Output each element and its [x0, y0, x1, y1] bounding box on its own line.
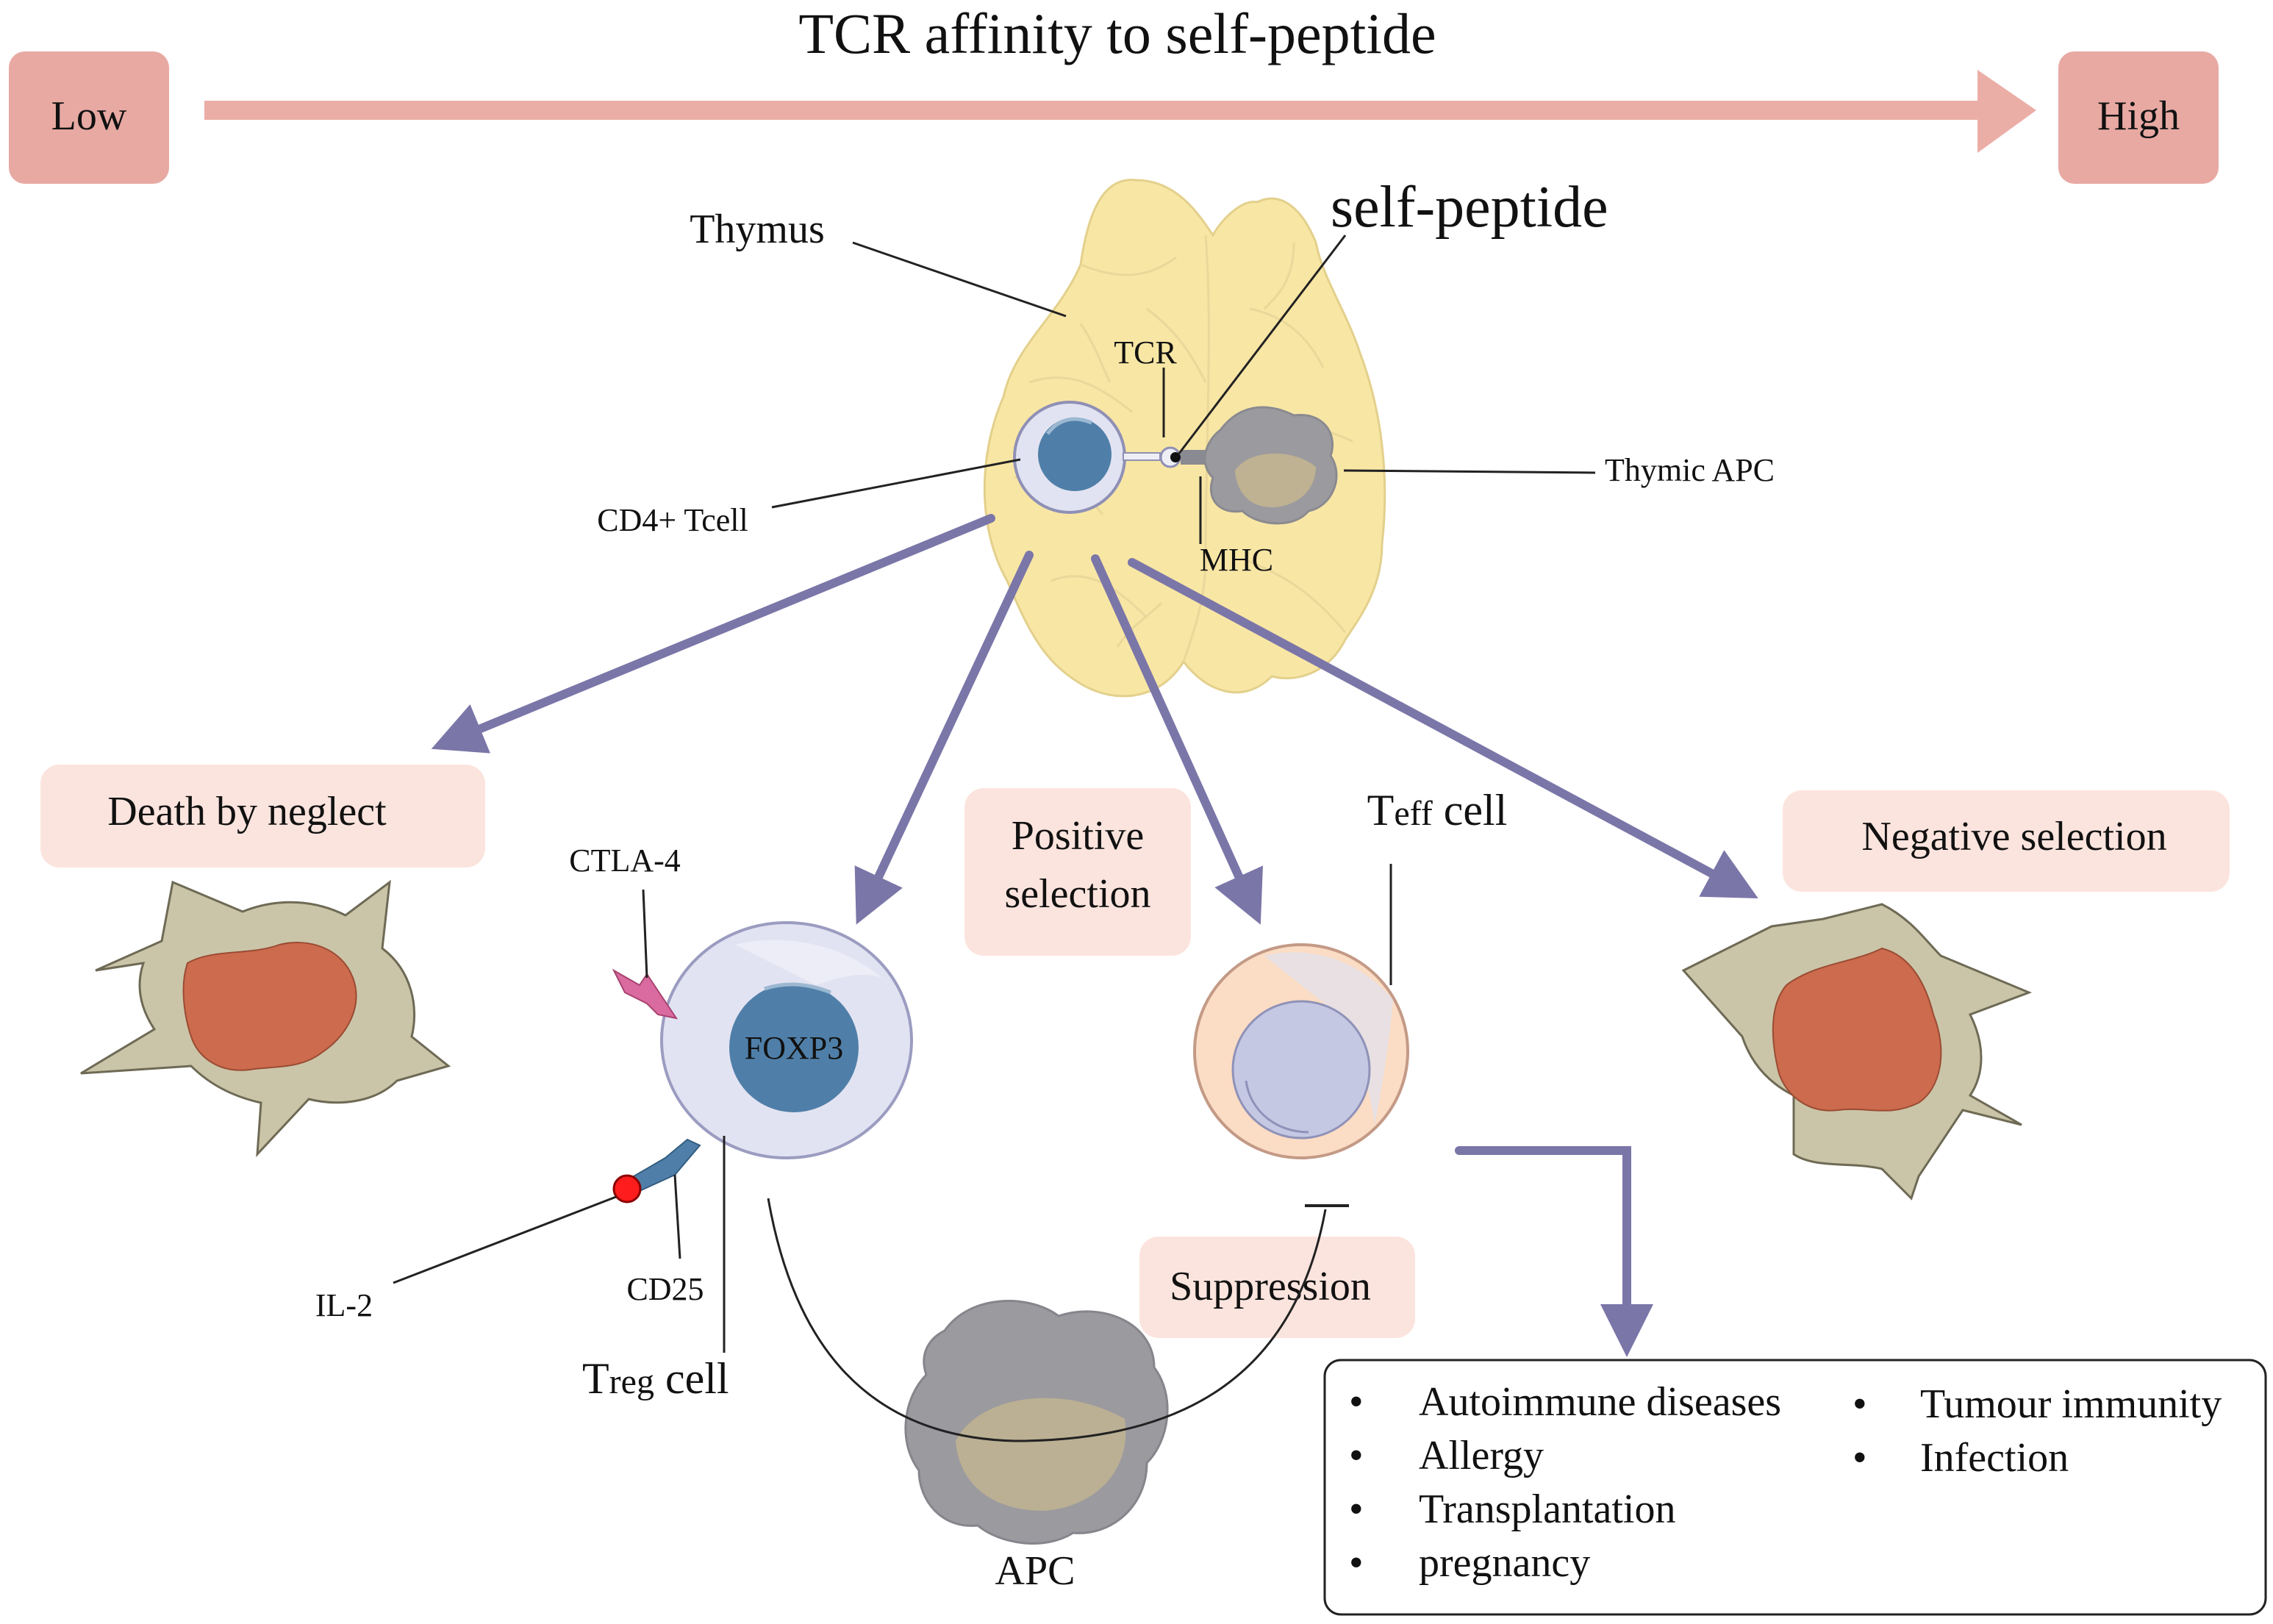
thymus [983, 179, 1386, 698]
outcome-list-col1: • Autoimmune diseases • Allergy • Transp… [1349, 1379, 1781, 1586]
list-item: Transplantation [1419, 1487, 1675, 1532]
cd25-leader [673, 1174, 681, 1259]
thymic-apc-label: Thymic APC [1605, 452, 1775, 488]
cd25-receptor [632, 1138, 701, 1192]
bullet: • [1349, 1487, 1364, 1532]
affinity-arrow [204, 70, 2036, 153]
bullet: • [1349, 1433, 1364, 1478]
teff-cell [1193, 943, 1409, 1159]
arrow-to-outcomes [1455, 1146, 1653, 1357]
thymus-label: Thymus [690, 207, 825, 252]
apc-cell [904, 1300, 1169, 1545]
thymic-apc-leader [1343, 469, 1596, 474]
suppression-arc [767, 1198, 1327, 1442]
bullet: • [1853, 1435, 1867, 1481]
list-item: pregnancy [1419, 1540, 1590, 1586]
self-peptide-leader [1177, 235, 1347, 455]
negative-label: Negative selection [1861, 814, 2166, 859]
thymic-apc [1203, 406, 1338, 525]
outcome-list-box [1323, 1359, 2267, 1616]
death-label-box [40, 765, 485, 868]
list-item: Autoimmune diseases [1419, 1379, 1781, 1425]
low-label: Low [51, 93, 127, 139]
positive-label-line1: Positive [1012, 813, 1144, 859]
thymus-leader [852, 241, 1067, 318]
dead-cell-negative [1681, 903, 2033, 1201]
foxp3-label: FOXP3 [745, 1030, 844, 1066]
cd4-t-cell [1013, 401, 1126, 514]
treg-name: Treg cell [582, 1354, 729, 1403]
negative-label-box [1783, 790, 2230, 892]
list-item: Allergy [1419, 1433, 1544, 1478]
outcome-list-col2: • Tumour immunity • Infection [1853, 1381, 2222, 1481]
cd4-label: CD4+ Tcell [597, 502, 748, 538]
bullet: • [1853, 1381, 1867, 1427]
bullet: • [1349, 1379, 1364, 1425]
bullet: • [1349, 1540, 1364, 1586]
suppression-label: Suppression [1170, 1264, 1371, 1309]
positive-label-line2: selection [1004, 871, 1150, 917]
dead-cell-neglect [80, 879, 451, 1158]
cd25-label: CD25 [626, 1271, 704, 1307]
cd4-leader [771, 458, 1021, 509]
suppression-label-box [1139, 1237, 1415, 1338]
list-item: Infection [1920, 1435, 2069, 1481]
high-box [2058, 51, 2219, 184]
arrow-to-teff [1091, 554, 1263, 925]
arrow-to-death [431, 514, 995, 754]
tcr-label: TCR [1114, 335, 1177, 371]
positive-label-box [964, 788, 1191, 956]
teff-name: Teff cell [1367, 786, 1508, 834]
il2-label: IL-2 [315, 1287, 373, 1323]
ctla4-receptor [612, 968, 679, 1020]
arrow-to-treg [854, 551, 1034, 925]
self-peptide-label: self-peptide [1331, 175, 1608, 240]
low-box [9, 51, 169, 184]
death-label: Death by neglect [107, 789, 387, 834]
treg-cell: FOXP3 [660, 921, 913, 1159]
il2-leader [393, 1195, 617, 1284]
il2-molecule [612, 1174, 642, 1203]
apc-label: APC [995, 1548, 1075, 1594]
mhc-label: MHC [1200, 542, 1273, 578]
ctla4-label: CTLA-4 [569, 843, 681, 879]
arrow-to-negative [1128, 558, 1758, 899]
ctla4-leader [642, 889, 648, 979]
tcr-mhc-complex [1123, 446, 1210, 468]
high-label: High [2097, 93, 2180, 139]
list-item: Tumour immunity [1920, 1381, 2222, 1427]
affinity-title: TCR affinity to self-peptide [798, 1, 1436, 65]
